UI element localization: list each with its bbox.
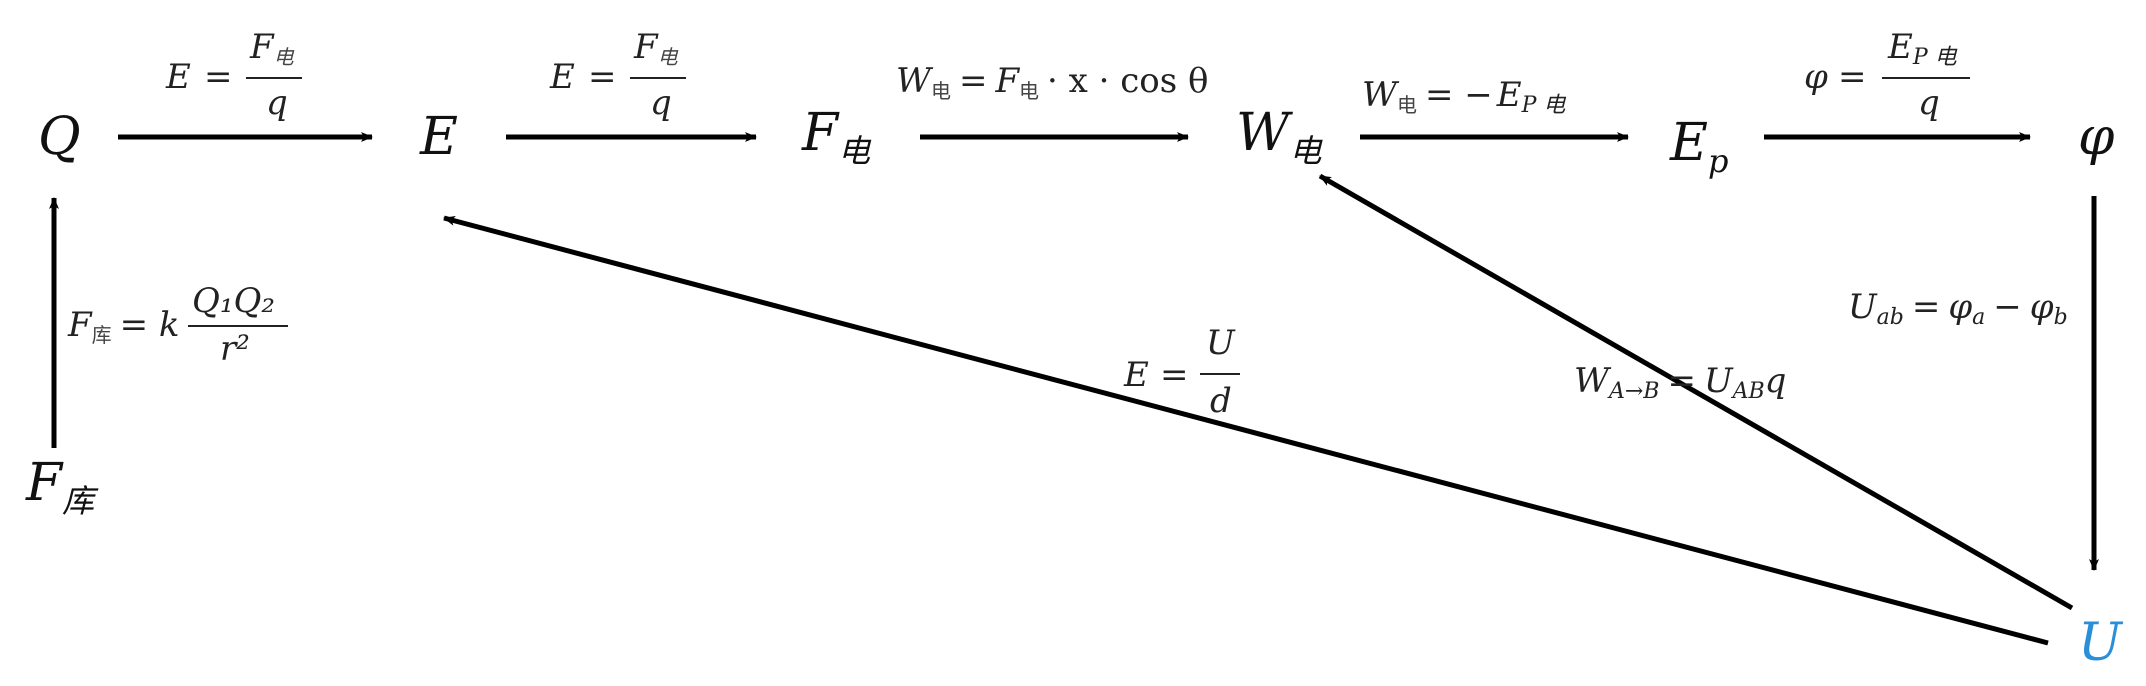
svg-text:=: =	[204, 57, 233, 97]
arrow-u-to-e	[443, 215, 2049, 646]
node-f-ku: F库	[25, 453, 99, 520]
node-phi: φ	[2078, 107, 2115, 167]
svg-text:=: =	[1160, 355, 1189, 395]
node-w-dian: W电	[1236, 103, 1323, 170]
svg-text:E: E	[1123, 355, 1149, 395]
svg-text:Uab=φa−φb: Uab=φa−φb	[1848, 287, 2068, 330]
svg-text:E: E	[165, 57, 191, 97]
label-phi-to-u: Uab=φa−φb	[1848, 287, 2068, 330]
node-e: E	[419, 107, 458, 167]
svg-text:W电= −EP 电: W电= −EP 电	[1362, 75, 1566, 118]
svg-text:d: d	[1210, 381, 1232, 421]
svg-text:q: q	[650, 83, 672, 123]
svg-text:F电: F电	[633, 27, 679, 69]
svg-text:φ: φ	[1804, 57, 1828, 97]
svg-text:r²: r²	[220, 329, 250, 369]
arrow-u-to-w	[1318, 173, 2074, 611]
node-f-dian: F电	[801, 103, 872, 170]
node-u: U	[2078, 613, 2124, 673]
svg-text:=: =	[588, 57, 617, 97]
label-w-to-ep: W电= −EP 电	[1362, 75, 1566, 118]
svg-text:U: U	[1206, 323, 1236, 363]
label-f-to-w: W电=F电· x · cos θ	[896, 61, 1209, 103]
label-e-to-f: E = F电 q	[549, 27, 686, 123]
svg-text:WA→B=UABq: WA→B=UABq	[1574, 361, 1786, 404]
label-fku-to-q: F库= k Q₁Q₂ r²	[67, 281, 288, 369]
svg-text:E: E	[549, 57, 575, 97]
label-u-to-e: E = U d	[1123, 323, 1240, 421]
node-ep: Ep	[1669, 113, 1728, 180]
svg-text:q: q	[1918, 83, 1940, 123]
svg-text:W电=F电· x · cos θ: W电=F电· x · cos θ	[896, 61, 1209, 103]
label-ep-to-phi: φ = EP 电 q	[1804, 27, 1970, 123]
label-u-to-w: WA→B=UABq	[1574, 361, 1786, 404]
svg-text:EP 电: EP 电	[1887, 27, 1958, 70]
svg-text:Q₁Q₂: Q₁Q₂	[192, 281, 275, 321]
node-q: Q	[38, 107, 81, 167]
label-q-to-e: E = F电 q	[165, 27, 302, 123]
svg-text:q: q	[266, 83, 288, 123]
svg-text:=: =	[1838, 57, 1867, 97]
svg-text:F电: F电	[249, 27, 295, 69]
svg-text:F库= k: F库= k	[67, 305, 180, 347]
